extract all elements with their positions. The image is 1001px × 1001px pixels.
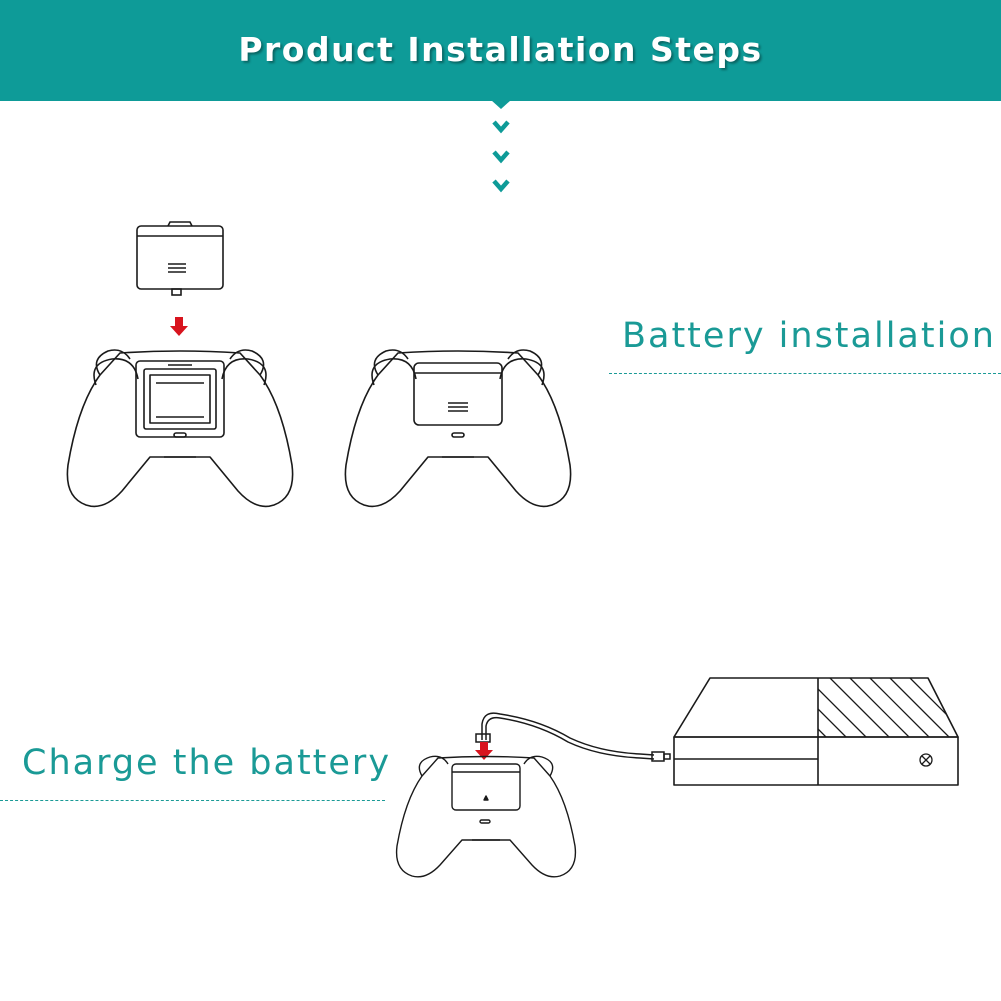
- controller-open-illustration: [66, 349, 294, 508]
- arrow-down-icon: [475, 742, 493, 760]
- usb-cable-illustration: [475, 712, 671, 762]
- header-notch: [491, 100, 511, 109]
- battery-pack-illustration: [136, 221, 224, 296]
- arrow-down-icon: [170, 317, 188, 336]
- chevron-down-icon-stack: [492, 120, 510, 193]
- section-divider-charge: [0, 800, 385, 801]
- xbox-logo-icon: [919, 753, 933, 767]
- console-illustration: [673, 677, 959, 786]
- chevron-down-icon: [492, 179, 510, 193]
- section-divider-battery: [609, 373, 1001, 374]
- page-title: Product Installation Steps: [238, 30, 763, 69]
- chevron-down-icon: [492, 150, 510, 164]
- section-label-battery-installation: Battery installation: [622, 316, 996, 356]
- chevron-down-icon: [492, 120, 510, 134]
- controller-charging-illustration: [395, 755, 577, 878]
- header-banner: Product Installation Steps: [0, 0, 1001, 101]
- controller-closed-illustration: [344, 349, 572, 508]
- section-label-charge-battery: Charge the battery: [22, 743, 392, 783]
